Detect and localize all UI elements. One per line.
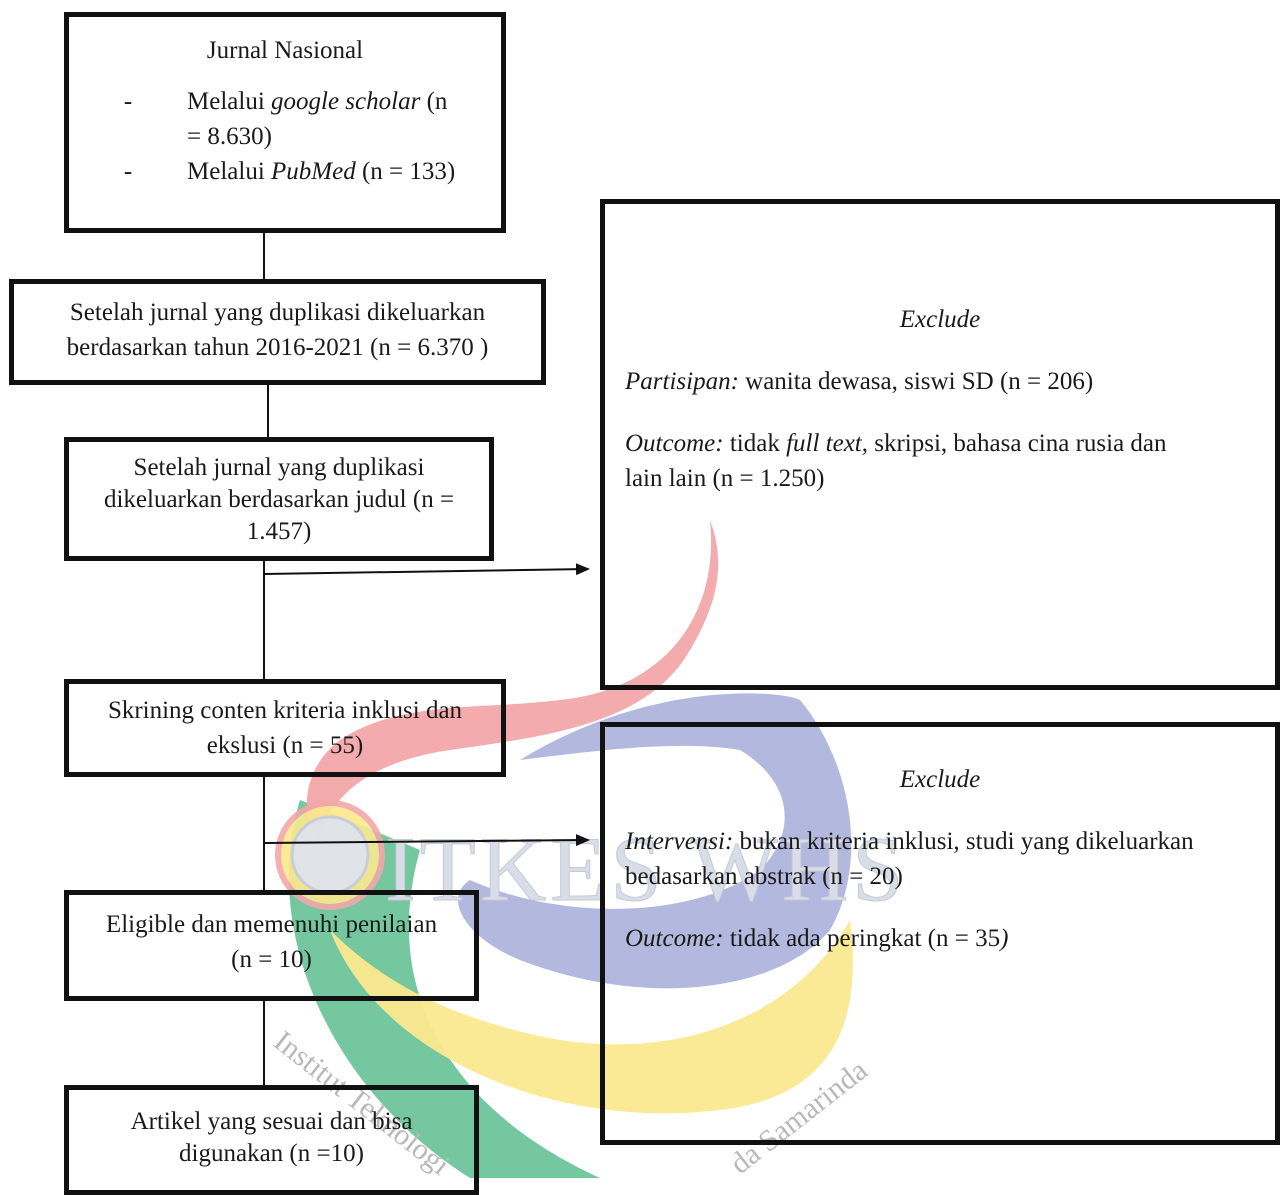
box-final-articles: Artikel yang sesuai dan bisa digunakan (… [64,1085,479,1195]
box-exclude-1: Exclude Partisipan: wanita dewasa, siswi… [600,199,1280,690]
source-list: - Melalui google scholar (n= 8.630) - Me… [69,84,501,189]
exclude-participants: Partisipan: wanita dewasa, siswi SD (n =… [625,368,1094,395]
box-screening: Skrining conten kriteria inklusi dan eks… [64,679,506,777]
exclude-header: Exclude [899,766,981,793]
box-exclude-2: Exclude Intervensi: bukan kriteria inklu… [600,722,1280,1145]
box-jurnal-nasional: Jurnal Nasional - Melalui google scholar… [64,12,506,233]
box-eligible: Eligible dan memenuhi penilaian (n = 10) [64,890,479,1001]
exclude-outcome: Outcome: tidak ada peringkat (n = 35) [625,925,1009,952]
watermark-red-flame [306,520,719,840]
arrow-to-exclude-2 [263,834,590,847]
watermark-yellow-crescent [330,920,853,1114]
box-duplicate-by-year: Setelah jurnal yang duplikasi dikeluarka… [9,279,546,385]
exclude-intervention: Intervensi: bukan kriteria inklusi, stud… [625,828,1194,890]
source-item-pubmed: - Melalui PubMed (n = 133) [123,158,456,185]
watermark-logo-text: ITKES WHS [385,818,907,920]
box-title: Jurnal Nasional [206,37,364,64]
box-duplicate-by-title: Setelah jurnal yang duplikasi dikeluarka… [64,437,494,561]
source-item-google-scholar: - Melalui google scholar (n= 8.630) [123,88,448,150]
exclude-outcome: Outcome: tidak full text, skripsi, bahas… [625,430,1167,492]
watermark-blue-crescent [458,693,852,989]
exclude-header: Exclude [899,306,981,333]
arrow-to-exclude-1 [263,563,590,576]
